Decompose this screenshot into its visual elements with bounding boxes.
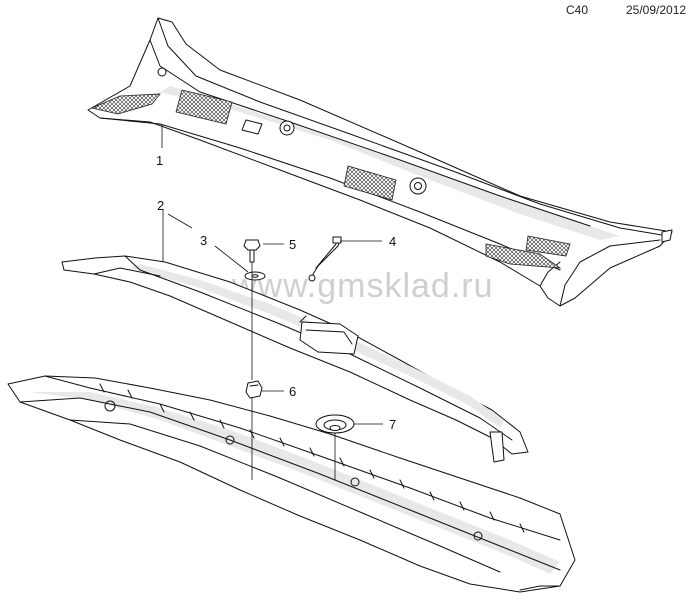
screw[interactable] [243, 239, 261, 263]
nut[interactable] [245, 380, 263, 399]
cowl-panel-upper[interactable] [87, 17, 673, 307]
grommet[interactable] [315, 414, 355, 434]
leader-lines [161, 124, 383, 425]
washer[interactable] [244, 271, 266, 281]
dash-body-panel [7, 375, 576, 593]
clip-rod[interactable] [308, 236, 342, 282]
diagram-date: 25/09/2012 [626, 3, 687, 17]
callout-4: 4 [389, 234, 396, 249]
callout-1: 1 [156, 153, 163, 168]
cowl-panel-lower[interactable] [61, 255, 529, 463]
watermark: www.gmsklad.ru [231, 267, 494, 305]
callout-5: 5 [289, 237, 296, 252]
callout-3: 3 [200, 233, 207, 248]
callout-2: 2 [157, 198, 164, 213]
page-code: C40 [566, 3, 589, 17]
callout-7: 7 [389, 417, 396, 432]
callout-6: 6 [289, 384, 296, 399]
